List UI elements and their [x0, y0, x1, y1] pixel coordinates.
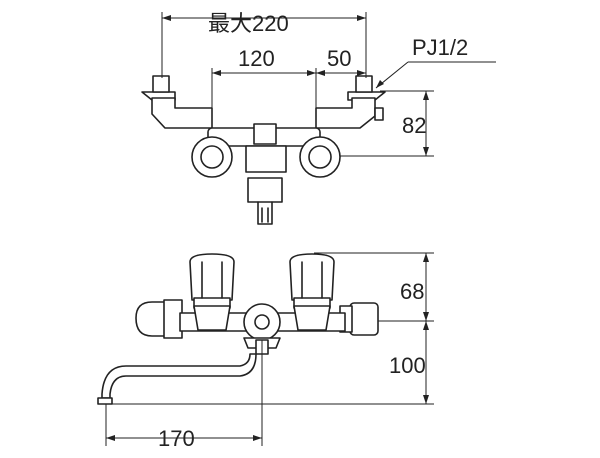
- right-handle: [289, 253, 335, 331]
- thread-spec-label: PJ1/2: [412, 35, 468, 60]
- spout: [101, 353, 257, 399]
- top-outlet: [247, 177, 283, 203]
- left-handle: [189, 253, 235, 331]
- dim-center-spacing-label: 120: [238, 46, 275, 71]
- dim-spout-height-label: 100: [389, 353, 426, 378]
- right-flange: [349, 302, 379, 336]
- dim-top-height-label: 82: [402, 113, 426, 138]
- right-elbow: [315, 75, 386, 129]
- dim-offset-label: 50: [327, 46, 351, 71]
- dim-handle-height-label: 68: [400, 279, 424, 304]
- left-elbow: [141, 75, 213, 129]
- top-dimensions: [161, 12, 496, 157]
- top-knob: [253, 123, 277, 145]
- dim-max-width-label: 最大220: [208, 11, 289, 36]
- dim-spout-reach-label: 170: [158, 426, 195, 451]
- front-view: [97, 253, 379, 405]
- front-dimensions: [105, 252, 434, 446]
- top-view: [141, 75, 386, 225]
